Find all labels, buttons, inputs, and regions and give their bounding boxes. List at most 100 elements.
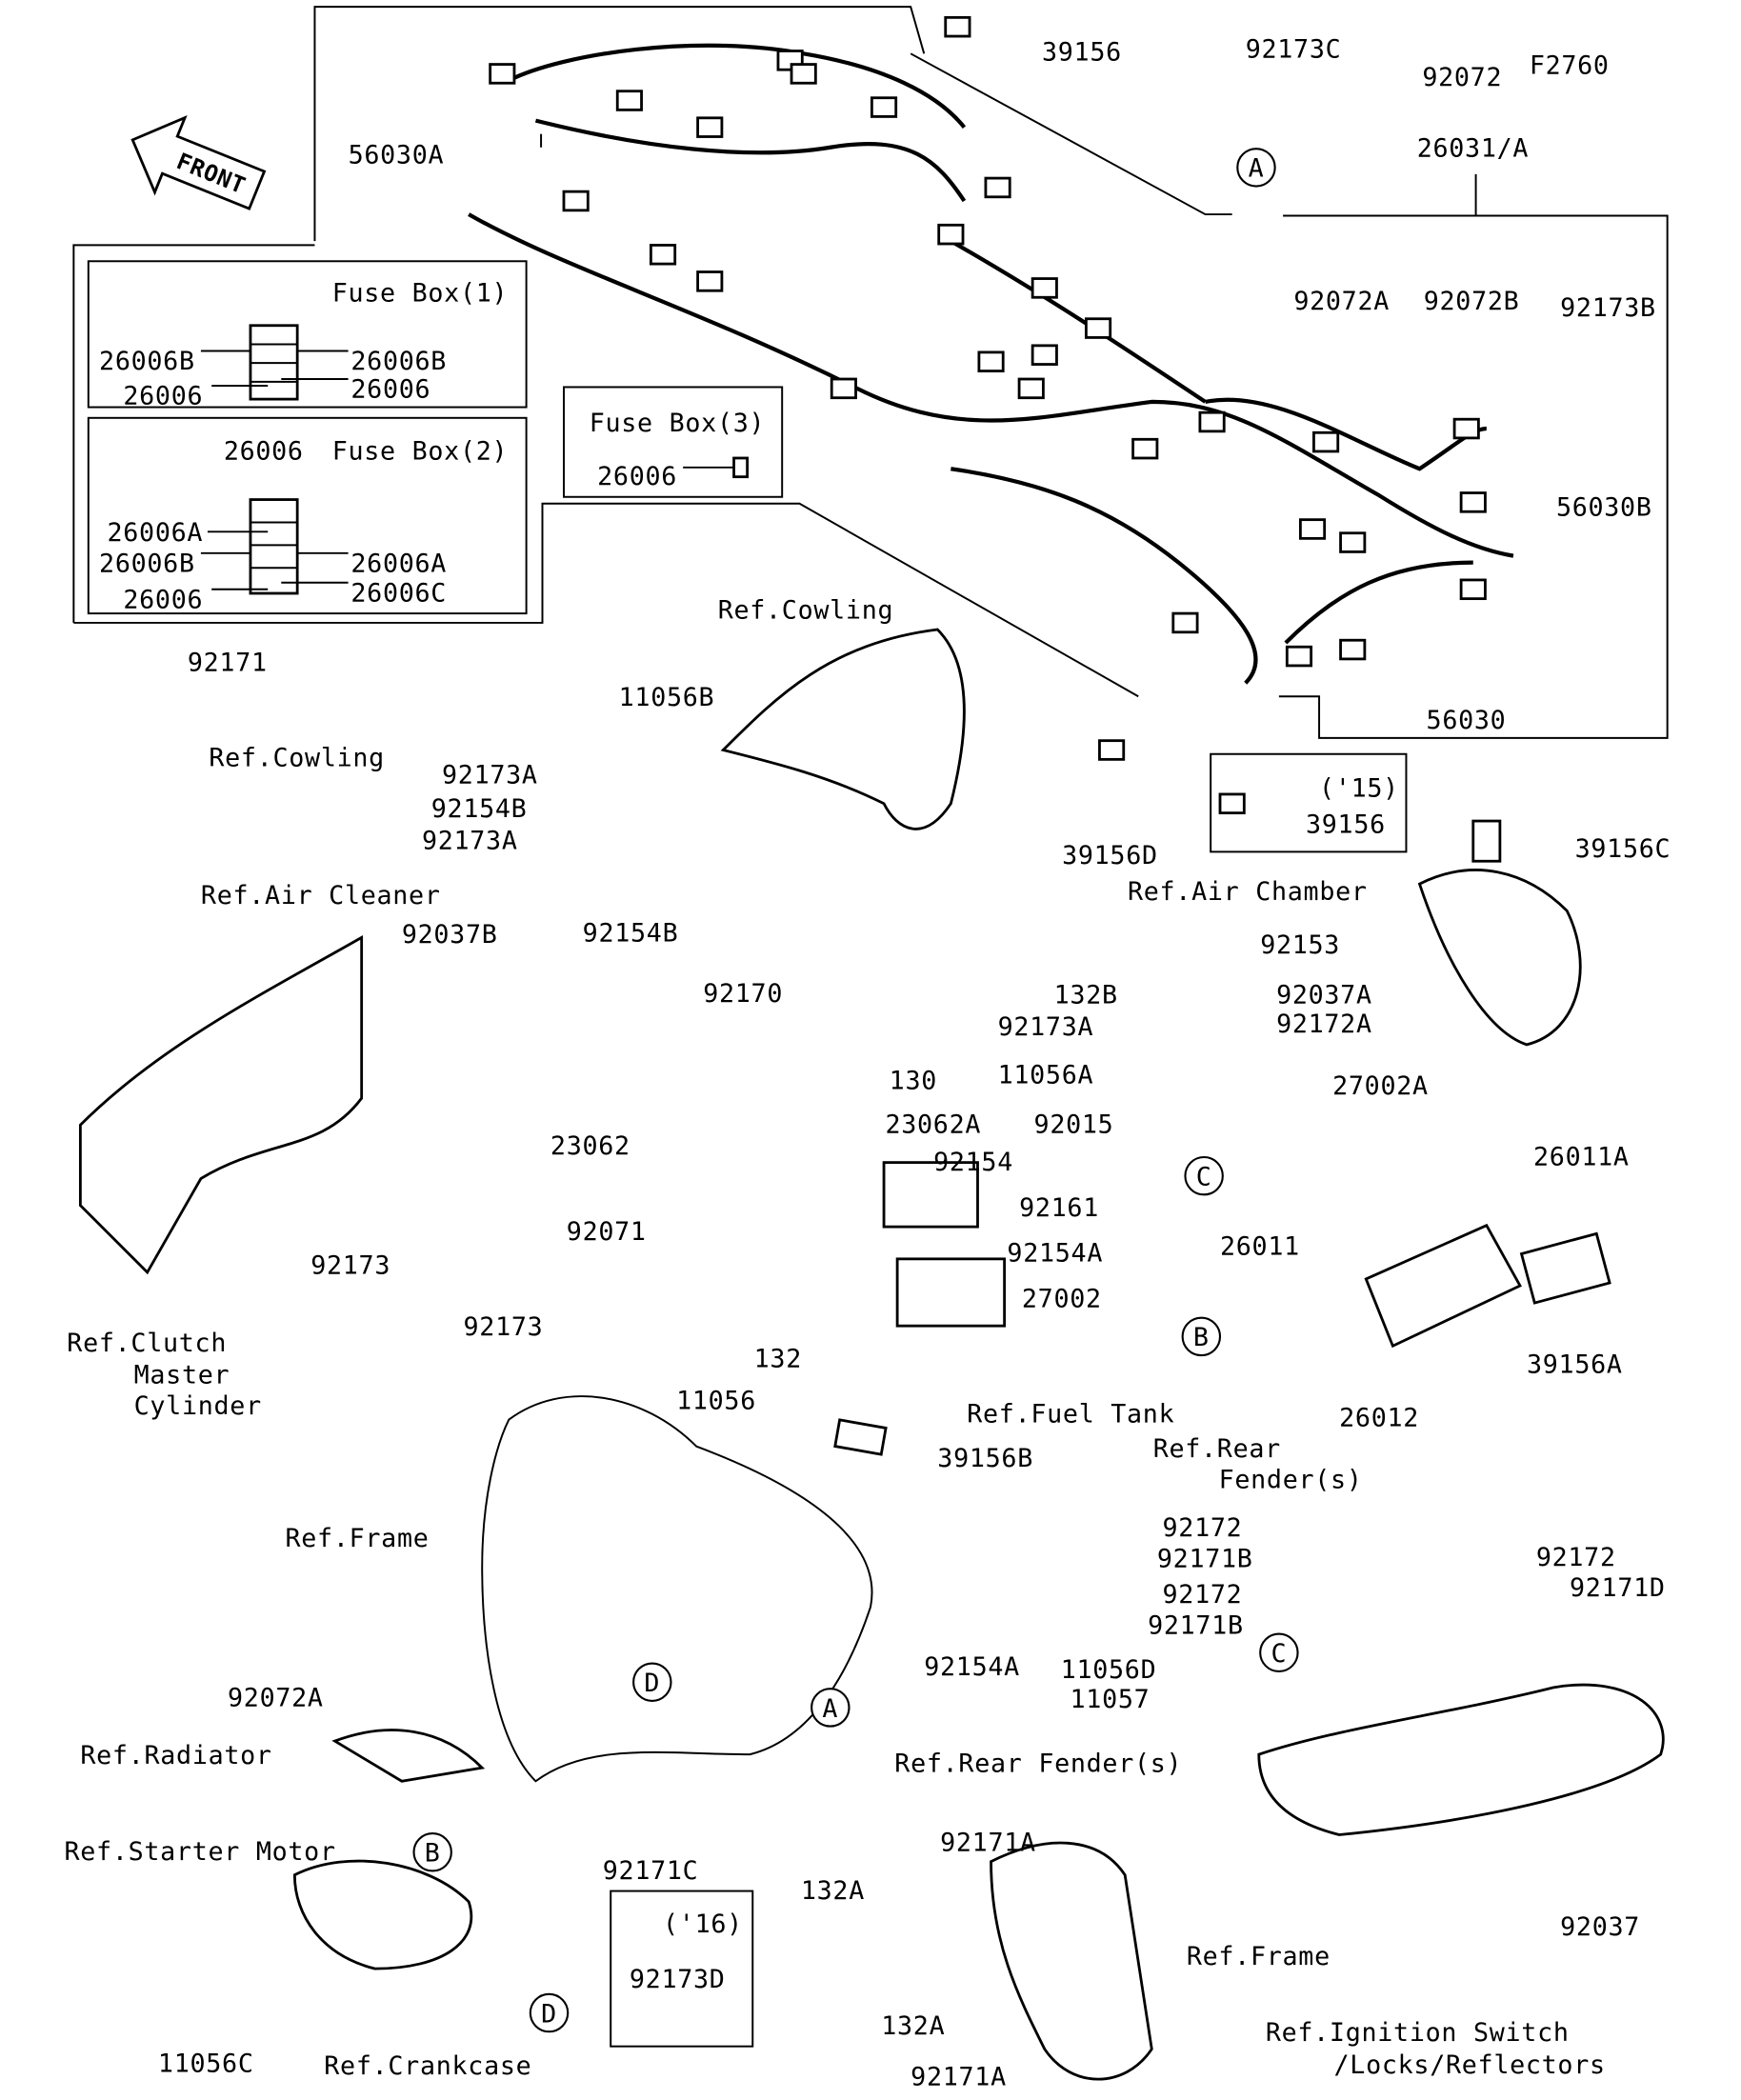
- part-label: 26006B: [99, 550, 195, 579]
- reference-letter: B: [425, 1839, 441, 1869]
- reference-circle: A: [810, 1688, 850, 1728]
- connector-icon: [489, 63, 516, 85]
- label-39156C-shape: [1471, 819, 1502, 863]
- rear-frame-shape: [990, 1841, 1153, 2081]
- part-label: Ref.Fuel Tank: [967, 1399, 1174, 1429]
- part-silhouettes: [78, 628, 1665, 2081]
- connector-icon: [1131, 437, 1159, 460]
- part-label: 92171A: [940, 1828, 1036, 1857]
- fuse-box-2-panel: [87, 416, 528, 615]
- reference-letter: D: [644, 1669, 660, 1698]
- part-label: Fender(s): [1219, 1465, 1363, 1494]
- ecu-92161: [882, 1161, 979, 1229]
- part-label: 26011: [1220, 1232, 1300, 1262]
- part-label: 26031/A: [1417, 134, 1529, 164]
- part-label: 92172: [1163, 1513, 1243, 1543]
- fuse-box-1-panel: [87, 260, 528, 409]
- part-label: 39156B: [937, 1444, 1033, 1473]
- connector-icon: [1084, 317, 1112, 339]
- front-arrow-icon: FRONT: [130, 114, 267, 210]
- connector-icon: [1312, 430, 1340, 453]
- part-label: Ref.Frame: [1187, 1942, 1331, 1971]
- part-label: 92171C: [603, 1856, 699, 1886]
- part-label: /Locks/Reflectors: [1334, 2050, 1606, 2080]
- connector-icon: [562, 190, 590, 212]
- part-label: 92154: [933, 1148, 1013, 1177]
- connector-icon: [1218, 792, 1246, 815]
- reference-letter: B: [1193, 1323, 1210, 1352]
- part-label: 11056C: [158, 2049, 254, 2078]
- part-label: Ref.Ignition Switch: [1266, 2018, 1570, 2048]
- reference-circle: D: [632, 1662, 672, 1702]
- part-label: Ref.Frame: [286, 1524, 430, 1553]
- part-label: 92153: [1260, 930, 1340, 960]
- part-label: 92037B: [402, 920, 498, 950]
- part-label: 92172A: [1276, 1010, 1372, 1039]
- part-label: 26006C: [350, 578, 447, 608]
- part-label: 39156: [1042, 37, 1122, 67]
- reference-letter: C: [1271, 1639, 1287, 1669]
- part-label: 92173: [310, 1250, 390, 1280]
- connector-icon: [1459, 578, 1487, 601]
- reference-letter: C: [1196, 1163, 1212, 1192]
- part-label: Ref.Clutch: [67, 1329, 227, 1358]
- connector-icon: [977, 350, 1005, 372]
- part-label: 26006A: [350, 550, 447, 579]
- part-label: 92037A: [1276, 980, 1372, 1010]
- connector-icon: [944, 15, 971, 38]
- radiator-shape: [331, 1729, 486, 1783]
- part-label: 27002: [1022, 1284, 1102, 1313]
- part-label: Ref.Cowling: [209, 743, 385, 772]
- part-label: 92071: [567, 1217, 647, 1247]
- reference-circle: A: [1236, 148, 1276, 188]
- part-label: ('15): [1319, 774, 1399, 804]
- part-label: 132: [754, 1345, 802, 1374]
- part-label: 11057: [1071, 1685, 1151, 1714]
- part-label: Ref.Rear Fender(s): [894, 1749, 1182, 1778]
- part-label: 92161: [1019, 1193, 1099, 1223]
- part-label: 11056B: [619, 683, 715, 712]
- part-label: Ref.Radiator: [80, 1741, 271, 1770]
- connector-icon: [615, 90, 643, 111]
- connectors: [489, 15, 1487, 815]
- part-label: 92172: [1536, 1543, 1616, 1572]
- part-label: 26006: [123, 585, 203, 614]
- part-label: 26006A: [107, 518, 203, 548]
- connector-icon: [984, 176, 1011, 199]
- part-label: 26011A: [1533, 1142, 1630, 1171]
- part-label: 92015: [1034, 1110, 1114, 1140]
- part-label: 92171A: [911, 2062, 1007, 2091]
- fuse-box-3-panel: [563, 386, 784, 498]
- connector-icon: [1459, 491, 1487, 513]
- connector-icon: [1339, 638, 1367, 661]
- part-label: 92170: [703, 979, 783, 1009]
- part-label: 26006: [224, 436, 304, 466]
- part-label: 92171B: [1148, 1611, 1244, 1641]
- part-label: 92173B: [1560, 293, 1656, 323]
- part-label: 92154A: [1007, 1239, 1103, 1269]
- part-label: Cylinder: [134, 1391, 262, 1421]
- rear-fender-shape: [1257, 1683, 1665, 1836]
- part-label: 23062A: [885, 1110, 981, 1140]
- part-label: 92171B: [1157, 1544, 1253, 1573]
- connector-icon: [870, 96, 898, 118]
- reference-circle: C: [1184, 1155, 1224, 1196]
- connector-icon: [649, 243, 677, 266]
- part-label: Ref.Air Chamber: [1128, 877, 1368, 907]
- part-label: 92172: [1163, 1580, 1243, 1610]
- reference-letter: D: [541, 1999, 557, 2029]
- part-label: 92037: [1560, 1912, 1640, 1942]
- part-label: 11056A: [998, 1061, 1094, 1090]
- part-label: 92072A: [1293, 287, 1390, 316]
- air-cleaner-shape: [78, 934, 364, 1275]
- part-label: Fuse Box(2): [332, 436, 509, 466]
- fuse-box-icons: [200, 324, 750, 595]
- part-label: 11056: [676, 1386, 756, 1415]
- part-label: 39156C: [1575, 834, 1671, 864]
- year-16-panel: [610, 1890, 754, 2048]
- part-label: Ref.Starter Motor: [64, 1837, 335, 1867]
- connector-icon: [1285, 645, 1313, 668]
- part-label: Ref.Crankcase: [324, 2051, 531, 2081]
- reference-circle: B: [1181, 1316, 1222, 1357]
